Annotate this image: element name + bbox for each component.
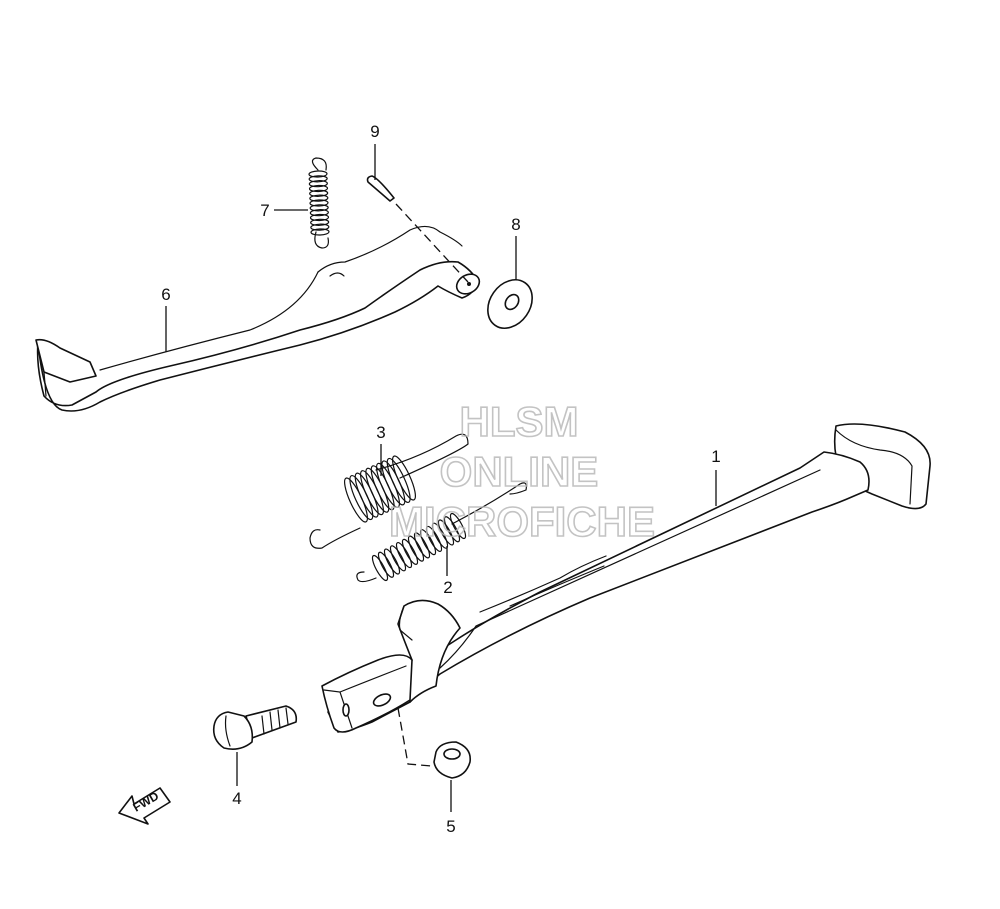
callout-2[interactable]: 2 [443,578,452,597]
spring2-coil [419,529,437,556]
watermark: HLSM ONLINE MICROFICHE [388,397,656,546]
spring7-coil [309,213,330,222]
spring7-coil [309,204,329,212]
watermark-line-2: ONLINE [440,448,599,495]
callout-9[interactable]: 9 [370,122,379,141]
callout-5[interactable]: 5 [446,817,455,836]
spring2-coil [443,516,461,543]
callout-7[interactable]: 7 [260,201,269,220]
spring2-coil [407,535,425,562]
spring2-coil [389,545,407,572]
watermark-line-3: MICROFICHE [389,498,655,545]
spring7-coil [308,180,328,188]
part-3-spring[interactable] [309,433,469,549]
spring2-coil [449,512,467,540]
callout-1[interactable]: 1 [711,447,720,466]
spring2-coil [437,519,455,546]
callout-6[interactable]: 6 [161,285,170,304]
spring2-coil [377,551,395,578]
spring2-coil [371,554,389,582]
part-1-alignment-line [397,707,433,767]
fwd-arrow-icon: FWD [118,787,171,825]
callout-8[interactable]: 8 [511,215,520,234]
spring7-coil [309,209,329,217]
spring7-coil [308,170,328,178]
spring2-coil [413,532,431,559]
spring7-coil [310,228,330,236]
spring7-coil [308,184,329,193]
part-7-spring[interactable] [308,157,330,249]
spring3-coil [386,457,411,504]
spring7-coil [309,189,329,197]
callout-4[interactable]: 4 [232,789,241,808]
part-5-nut[interactable] [433,741,472,779]
part-4-bolt[interactable] [212,705,298,750]
spring7-coil [310,218,330,226]
spring3-coil [392,455,416,501]
part-9-alignment-line [395,203,469,283]
part-9-cotter-pin[interactable] [366,175,395,202]
spring2-coil [395,542,413,569]
spring7-coil [308,175,328,183]
spring7-coil [310,223,330,231]
spring2-coil [401,538,419,565]
spring7-coil [309,194,329,202]
callout-3[interactable]: 3 [376,423,385,442]
watermark-line-1: HLSM [460,398,579,445]
part-1-side-stand[interactable] [321,423,931,733]
part-6-lever[interactable] [35,225,483,412]
spring7-coil [309,199,329,207]
part-8-washer[interactable] [479,271,542,337]
spring2-coil [383,548,401,575]
part-2-spring[interactable] [356,482,527,583]
spring2-coil [425,525,443,552]
